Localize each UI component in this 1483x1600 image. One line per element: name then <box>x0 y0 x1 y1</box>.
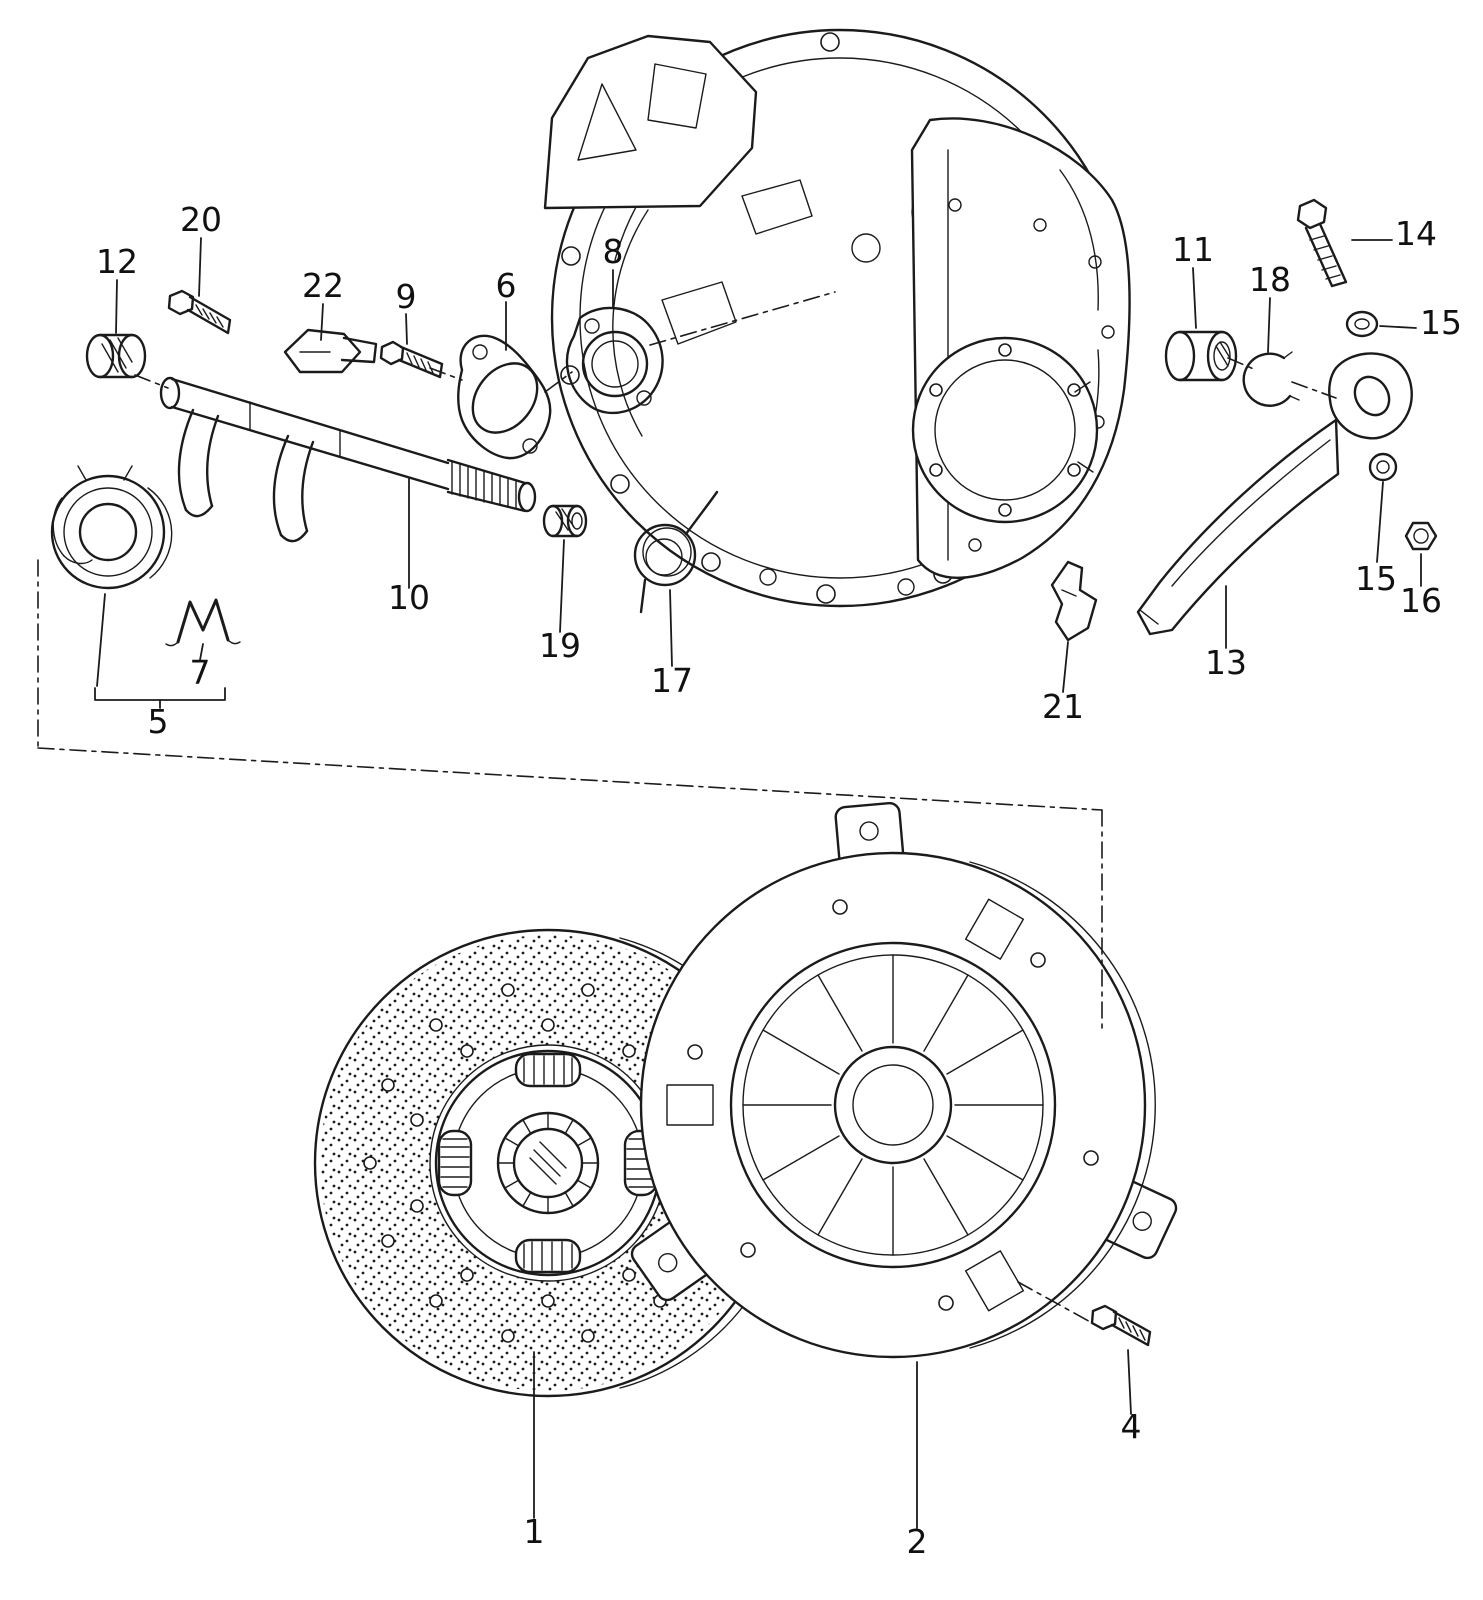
damper-spring <box>514 1052 582 1088</box>
bushing-12-drawing <box>85 333 147 379</box>
callout-5: 5 <box>148 702 169 741</box>
hex-bolt-9-drawing <box>379 340 444 379</box>
hex-bolt-20-drawing <box>167 289 232 335</box>
callout-6: 6 <box>496 266 517 305</box>
callout-13: 13 <box>1205 643 1247 682</box>
washer-15-top-drawing <box>1345 310 1379 338</box>
bushing-11-drawing <box>1164 330 1238 382</box>
callout-2: 2 <box>907 1522 928 1561</box>
callout-11: 11 <box>1172 230 1214 269</box>
callout-4: 4 <box>1121 1407 1142 1446</box>
clip-21-drawing <box>1050 560 1098 642</box>
callout-8: 8 <box>603 232 624 271</box>
spring-clip-drawing <box>165 598 241 647</box>
callout-18: 18 <box>1249 260 1291 299</box>
guide-sleeve-8-drawing <box>565 306 664 415</box>
hex-nut-16-drawing <box>1404 521 1438 551</box>
assembly-axis-lines <box>37 291 1337 1325</box>
damper-spring <box>437 1129 473 1197</box>
callout-22: 22 <box>302 266 344 305</box>
hex-bolt-4-drawing <box>1090 1304 1152 1347</box>
transmission-housing-drawing <box>543 28 1131 608</box>
callout-labels: 20 12 22 9 6 8 11 18 14 15 15 16 13 21 1… <box>96 200 1462 1561</box>
callout-leader-lines <box>94 237 1422 1529</box>
callout-7: 7 <box>190 653 211 692</box>
callout-21: 21 <box>1042 687 1084 726</box>
callout-15-low: 15 <box>1355 559 1397 598</box>
callout-1: 1 <box>524 1512 545 1551</box>
release-shaft-drawing <box>159 376 537 543</box>
retainer-22-drawing <box>283 328 378 374</box>
gasket-6-drawing <box>457 334 552 460</box>
release-lever-13-drawing <box>1136 352 1413 636</box>
release-bearing-drawing <box>50 465 173 590</box>
callout-14: 14 <box>1395 214 1437 253</box>
washer-15-lower-drawing <box>1368 452 1398 482</box>
callout-19: 19 <box>539 626 581 665</box>
callout-9: 9 <box>396 277 417 316</box>
callout-17: 17 <box>651 661 693 700</box>
torsion-spring-17-drawing <box>633 490 719 614</box>
pressure-plate-drawing <box>630 801 1178 1359</box>
callout-20: 20 <box>180 200 222 239</box>
callout-15-top: 15 <box>1420 303 1462 342</box>
snap-ring-18-drawing <box>1242 351 1300 407</box>
hex-bolt-14-drawing <box>1296 198 1348 288</box>
damper-spring <box>514 1238 582 1274</box>
callout-16: 16 <box>1400 581 1442 620</box>
callout-10: 10 <box>388 578 430 617</box>
callout-12: 12 <box>96 242 138 281</box>
bushing-19-drawing <box>542 504 588 538</box>
